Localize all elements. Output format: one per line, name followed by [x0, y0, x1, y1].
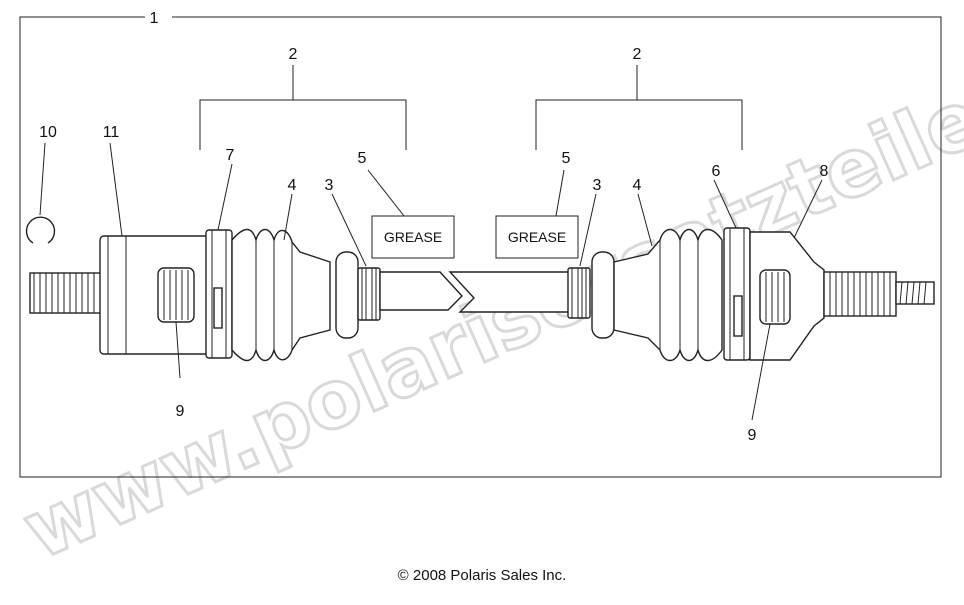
callout-1: 1 — [150, 10, 159, 27]
callout-9-left: 9 — [176, 403, 185, 420]
callout-10: 10 — [39, 124, 57, 141]
callout-5-right: 5 — [562, 150, 571, 167]
callout-6: 6 — [712, 163, 721, 180]
retaining-ring — [25, 216, 56, 244]
callout-3-left: 3 — [325, 177, 334, 194]
diagram-frame — [19, 16, 942, 478]
callout-9-right: 9 — [748, 427, 757, 444]
axle-shaft — [379, 271, 573, 313]
callout-labels: 1 2 2 10 11 7 4 3 5 5 3 4 6 8 9 9 — [39, 10, 828, 444]
boot-neck-right — [591, 251, 615, 339]
inner-spline-stub — [29, 272, 103, 314]
inner-cv-housing — [99, 235, 213, 355]
small-clamp-right — [567, 267, 591, 319]
outer-bearing-cage — [759, 269, 791, 325]
large-clamp-right — [723, 227, 751, 361]
callout-3-right: 3 — [593, 177, 602, 194]
callout-4-left: 4 — [288, 177, 297, 194]
callout-7: 7 — [226, 147, 235, 164]
boot-kit-bracket-right — [535, 65, 743, 150]
callout-5-left: 5 — [358, 150, 367, 167]
grease-label-left: GREASE — [384, 229, 442, 245]
boot-left — [231, 228, 331, 362]
inner-bearing-cage — [157, 267, 195, 323]
boot-neck-left — [335, 251, 359, 339]
grease-box-left: GREASE — [371, 215, 455, 259]
callout-11: 11 — [103, 124, 120, 141]
callout-2-left: 2 — [289, 46, 298, 63]
outer-spline-stub — [823, 271, 935, 317]
boot-kit-bracket-left — [199, 65, 407, 150]
callout-2-right: 2 — [633, 46, 642, 63]
leader-lines — [39, 142, 823, 421]
grease-box-right: GREASE — [495, 215, 579, 259]
callout-4-right: 4 — [633, 177, 642, 194]
grease-label-right: GREASE — [508, 229, 566, 245]
boot-right — [613, 228, 723, 362]
large-clamp-left — [205, 229, 233, 359]
callout-8: 8 — [820, 163, 829, 180]
copyright-notice: © 2008 Polaris Sales Inc. — [397, 567, 567, 584]
small-clamp-left — [357, 267, 381, 321]
